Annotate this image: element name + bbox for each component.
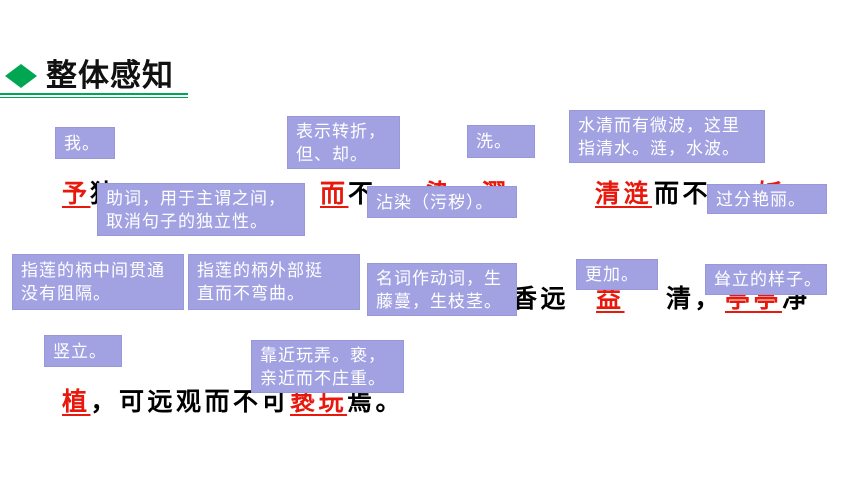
annotation-box: 名词作动词，生 藤蔓，生枝茎。 [367,263,517,316]
keyword: 清涟 [595,179,653,208]
keyword: 亵玩 [290,387,348,416]
title-underline-secondary [0,97,188,98]
diamond-icon [5,64,37,88]
annotation-text: 取消句子的独立性。 [106,211,268,231]
passage-text: 焉。 [347,387,405,416]
annotation-box: 指莲的柄中间贯通 没有阻隔。 [12,254,184,310]
title-underline [0,93,188,95]
passage-text: 而不 [654,179,712,208]
annotation-box: 靠近玩弄。亵， 亲近而不庄重。 [251,340,404,393]
annotation-box: 指莲的柄外部挺 直而不弯曲。 [188,254,360,310]
annotation-text: 更加。 [585,265,639,284]
annotation-text: 指莲的柄外部挺 [197,261,323,280]
keyword: 而 [320,179,349,208]
keyword: 植 [62,387,91,416]
annotation-box: 表示转折， 但、却。 [287,116,400,169]
annotation-text: 指莲的柄中间贯通 [21,261,165,280]
annotation-text: 表示转折， [296,121,386,141]
annotation-box: 耸立的样子。 [705,264,827,295]
annotation-text: 我。 [64,133,100,153]
annotation-text: 指清水。涟，水波。 [578,138,740,158]
annotation-text: 水清而有微波，这里 [578,115,740,135]
annotation-text: 竖立。 [53,341,107,361]
keyword: 益 [596,284,625,313]
keyword: 予 [62,179,91,208]
annotation-text: 没有阻隔。 [21,284,111,303]
annotation-text: 藤蔓，生枝茎。 [376,291,502,311]
annotation-text: 助词，用于主谓之间， [106,188,286,208]
passage-line-3-text: 植，可远观而不可亵玩焉。 [62,389,404,414]
annotation-box: 洗。 [467,125,535,158]
annotation-text: 直而不弯曲。 [197,284,305,303]
annotation-text: 名词作动词，生 [376,268,502,288]
annotation-text: 过分艳丽。 [716,189,806,209]
annotation-box: 沾染（污秽）。 [367,186,517,218]
annotation-text: 耸立的样子。 [714,270,822,289]
annotation-text: 亲近而不庄重。 [260,368,386,388]
annotation-text: 洗。 [476,132,512,151]
annotation-box: 水清而有微波，这里 指清水。涟，水波。 [569,110,765,163]
section-title: 整体感知 [46,58,174,94]
passage-text: 香远 [512,284,570,313]
annotation-text: 靠近玩弄。亵， [260,345,386,365]
passage-line-2: 香远 益 清， 亭亭 净 [0,286,860,316]
annotation-box: 助词，用于主谓之间， 取消句子的独立性。 [97,183,305,236]
passage-line-3: 植，可远观而不可亵玩焉。 [0,389,860,419]
annotation-box: 竖立。 [44,335,122,367]
annotation-text: 但、却。 [296,144,368,164]
annotation-box: 我。 [55,127,115,159]
passage-text: ，可远观而不可 [90,387,291,416]
annotation-box: 过分艳丽。 [707,184,827,214]
annotation-box: 更加。 [576,259,658,290]
annotation-text: 沾染（污秽）。 [376,192,494,212]
